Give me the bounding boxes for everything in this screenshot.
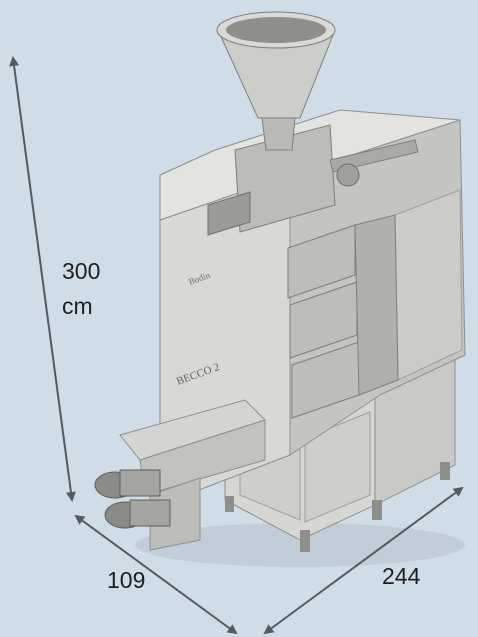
side-panel [394,189,463,381]
leg [300,530,310,552]
drawer-stack [287,214,399,419]
control-window [207,191,251,236]
leg [440,462,450,480]
depth-dimension-arrow [74,514,238,635]
hopper-opening [226,17,326,43]
extruder-head [129,499,171,527]
width-dimension-arrow [263,486,464,635]
height-unit-label: cm [62,293,93,319]
drawer [287,224,356,299]
height-dimension-arrow [9,56,76,502]
leg [225,496,234,512]
motor [336,163,360,187]
drive-rail [329,139,419,173]
leg [372,500,382,520]
height-value-label: 300 [62,258,101,284]
hopper-neck [261,117,296,151]
depth-value-label: 109 [107,567,146,593]
extruder-head [119,469,161,497]
width-value-label: 244 [382,563,421,589]
drawer-side [354,214,399,396]
drawer [289,281,358,359]
